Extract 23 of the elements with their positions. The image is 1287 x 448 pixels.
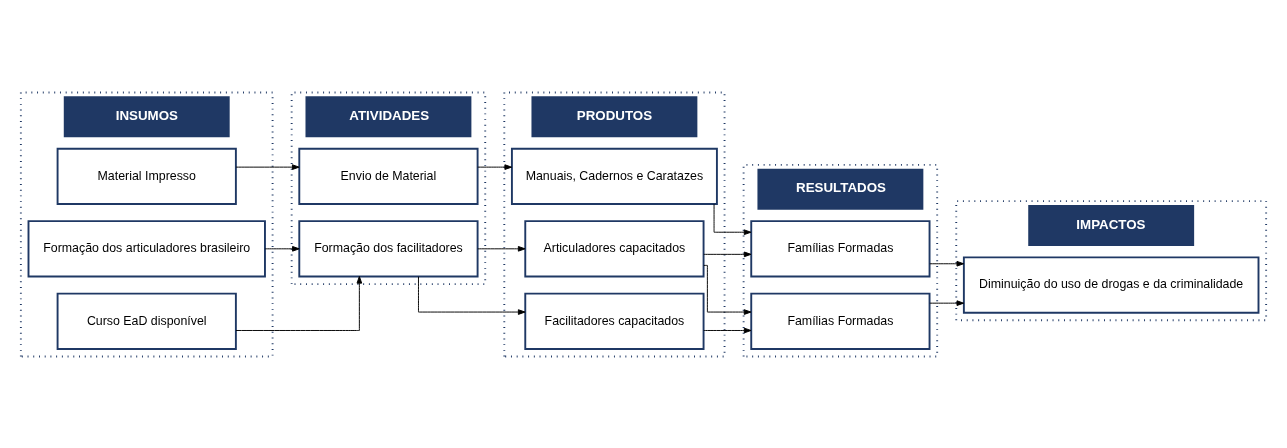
arrow — [264, 245, 300, 252]
node-box: Formação dos articuladores brasileiro — [27, 219, 266, 277]
node-box: Famílias Formadas — [750, 292, 931, 350]
node-box: Formação dos facilitadores — [298, 219, 479, 277]
node-box: Famílias Formadas — [750, 219, 931, 277]
arrow — [235, 275, 363, 331]
arrow — [477, 163, 513, 170]
arrow — [713, 203, 752, 235]
arrow — [703, 264, 752, 315]
arrow — [929, 260, 965, 267]
arrow — [929, 299, 965, 306]
arrow — [477, 245, 526, 252]
node-box: Material Impresso — [56, 147, 237, 205]
node-box: Diminuição do uso de drogas e da criminalidade — [962, 255, 1260, 314]
node-box: Curso EaD disponível — [56, 292, 237, 350]
node-box: Envio de Material — [298, 147, 479, 205]
node-box: Articuladores capacitados — [524, 219, 705, 277]
arrow — [418, 275, 526, 315]
arrow — [703, 327, 752, 333]
node-box: Facilitadores capacitados — [524, 292, 705, 350]
node-box: Manuais, Cadernos e Caratazes — [510, 147, 718, 205]
arrow — [703, 251, 752, 257]
arrow — [235, 163, 300, 170]
